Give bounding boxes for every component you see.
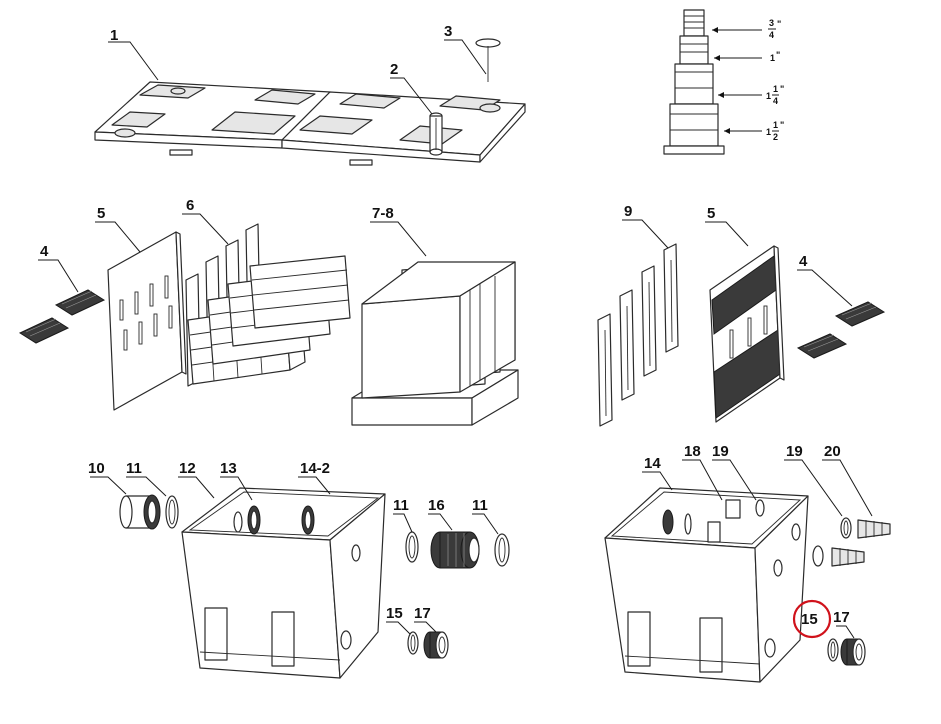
svg-text:1: 1	[766, 91, 771, 101]
label-part-11-left: 11	[126, 460, 142, 477]
svg-text:": "	[777, 19, 781, 29]
part-16-union[interactable]	[430, 531, 480, 569]
label-part-18: 18	[684, 443, 701, 460]
part-11-o-ring-mid[interactable]	[405, 531, 419, 563]
svg-text:4: 4	[769, 30, 774, 40]
part-5-plate-left[interactable]	[107, 231, 187, 411]
label-part-10: 10	[88, 460, 105, 477]
label-part-11-mid: 11	[393, 497, 409, 514]
part-9-comb-plates[interactable]	[597, 243, 679, 427]
label-part-15-left: 15	[386, 605, 403, 622]
leader-lines	[38, 39, 873, 639]
part-19-ring-outer[interactable]	[812, 517, 852, 567]
label-part-1: 1	[110, 27, 118, 44]
label-part-9: 9	[624, 203, 632, 220]
svg-text:": "	[780, 120, 784, 130]
part-17-nut-left[interactable]	[423, 631, 449, 659]
label-part-14: 14	[644, 455, 661, 472]
label-part-5-left: 5	[97, 205, 105, 222]
part-15-ring-right[interactable]	[827, 638, 839, 662]
label-part-13: 13	[220, 460, 237, 477]
part-4-grille-left[interactable]	[18, 289, 106, 344]
label-part-19-inner: 19	[712, 443, 729, 460]
part-15-ring-left[interactable]	[407, 631, 419, 655]
hose-size-1-1-2: 1 1 2 "	[766, 120, 784, 142]
part-labels: 1 2 3 4 5 6 7-8 9 5 4 10 11 12 13 14-2 1…	[40, 23, 850, 628]
part-2-spout[interactable]	[429, 112, 443, 156]
svg-text:": "	[780, 84, 784, 94]
part-10-outlet[interactable]	[119, 494, 161, 530]
svg-text:1: 1	[770, 53, 775, 63]
part-14-2-tank-left[interactable]	[181, 487, 386, 679]
part-7-8-foam-blocks[interactable]	[351, 261, 519, 426]
label-part-5-right: 5	[707, 205, 715, 222]
label-part-17-left: 17	[414, 605, 431, 622]
part-17-nut-right[interactable]	[840, 638, 866, 666]
label-part-3: 3	[444, 23, 452, 40]
part-5-plate-right[interactable]	[709, 245, 785, 423]
label-part-20: 20	[824, 443, 841, 460]
part-11-o-ring-right[interactable]	[494, 533, 510, 567]
svg-text:": "	[776, 50, 780, 60]
part-1-lid[interactable]	[94, 81, 526, 166]
part-6-filter-cages[interactable]	[185, 223, 351, 387]
label-part-12: 12	[179, 460, 196, 477]
svg-text:4: 4	[773, 96, 778, 106]
part-14-tank-right[interactable]	[604, 487, 809, 683]
hose-size-1-1-4: 1 1 4 "	[766, 84, 784, 106]
label-part-2: 2	[390, 61, 398, 78]
label-part-4-left: 4	[40, 243, 49, 260]
highlight-circle-part-15	[792, 599, 832, 639]
hose-tail-adapter[interactable]	[663, 9, 725, 155]
hose-size-1: 1 "	[770, 50, 780, 63]
part-4-grille-right[interactable]	[796, 301, 886, 359]
svg-text:1: 1	[773, 120, 778, 130]
svg-text:2: 2	[773, 132, 778, 142]
label-part-19-outer: 19	[786, 443, 803, 460]
part-3-pin[interactable]	[475, 38, 501, 82]
label-part-11-right: 11	[472, 497, 488, 514]
hose-size-3-4: 3 4 "	[768, 18, 781, 40]
label-part-17-right: 17	[833, 609, 850, 626]
label-part-16: 16	[428, 497, 445, 514]
part-20-hose-tail[interactable]	[831, 519, 891, 567]
part-11-o-ring-left[interactable]	[165, 495, 179, 529]
label-part-4-right: 4	[799, 253, 808, 270]
label-part-6: 6	[186, 197, 194, 214]
label-part-14-2: 14-2	[300, 460, 330, 477]
svg-text:1: 1	[773, 84, 778, 94]
svg-text:1: 1	[766, 127, 771, 137]
svg-text:3: 3	[769, 18, 774, 28]
label-part-15-right: 15	[801, 611, 818, 628]
label-part-7-8: 7-8	[372, 205, 394, 222]
